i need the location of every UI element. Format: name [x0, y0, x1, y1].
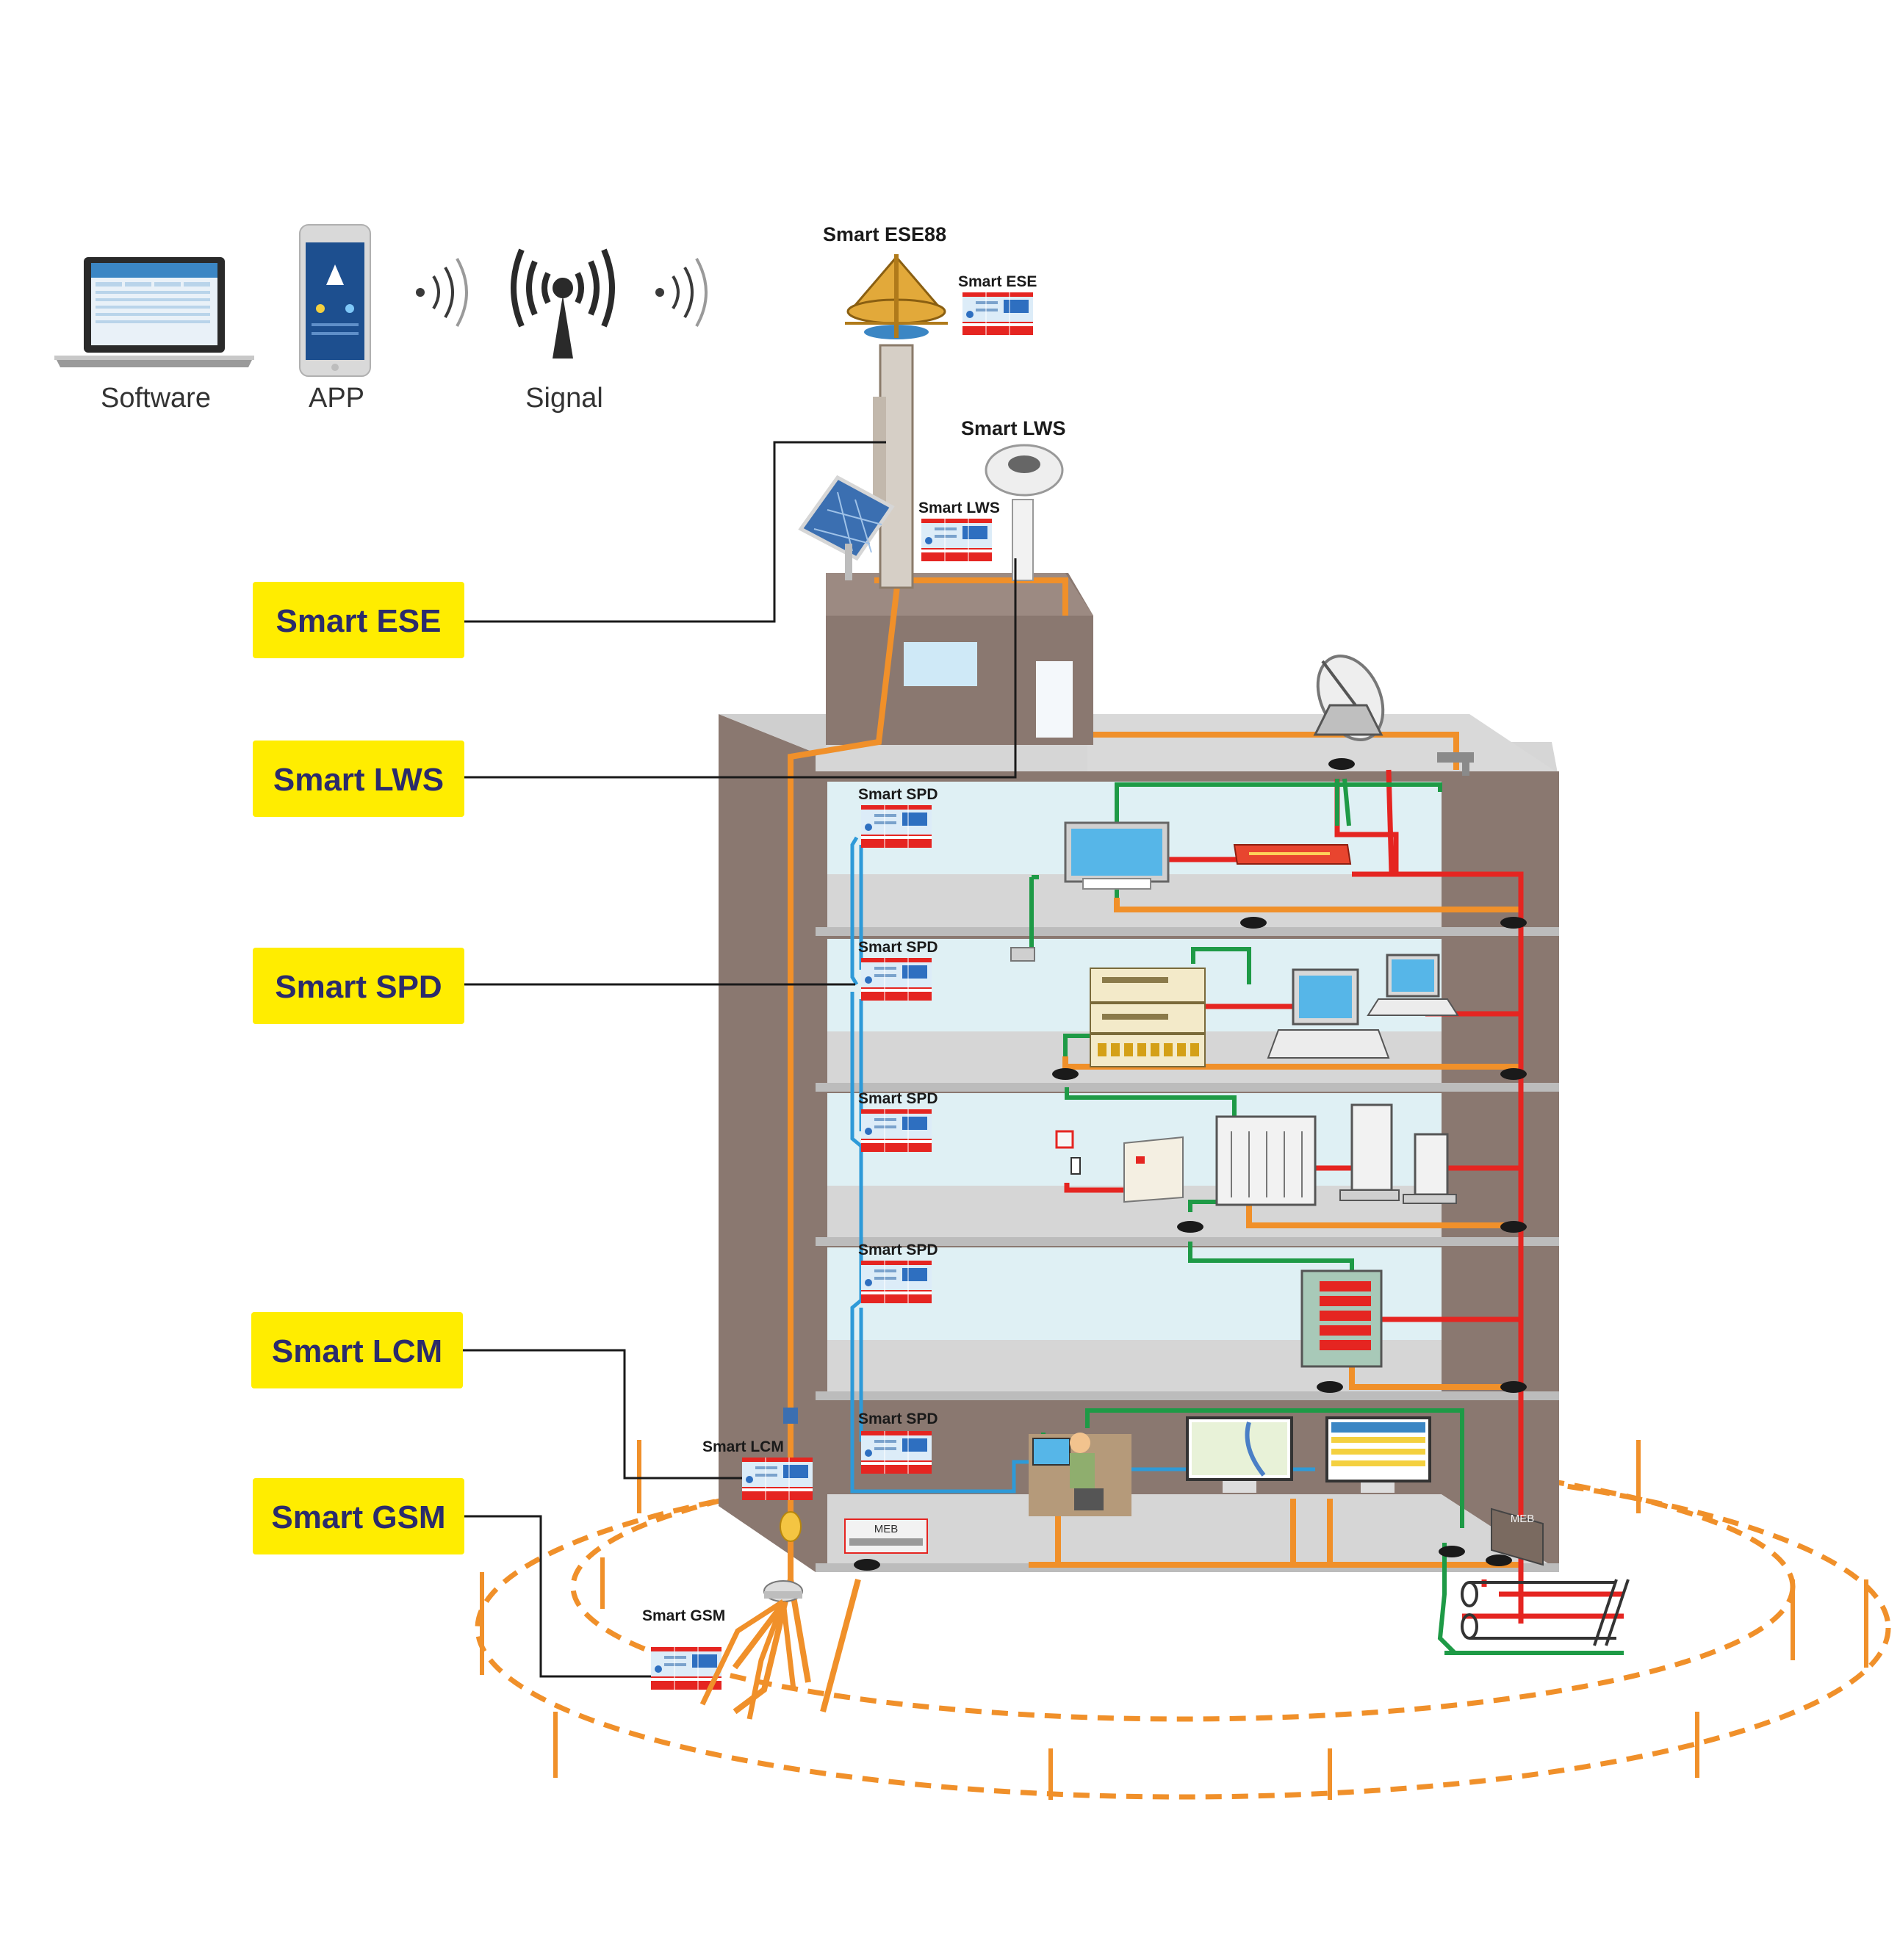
- callout-smart-spd: Smart SPD: [253, 948, 464, 1024]
- callout-leaders: [463, 441, 1017, 1678]
- ese88-label: Smart ESE88: [823, 223, 946, 245]
- callout-smart-lcm-label: Smart LCM: [272, 1333, 442, 1369]
- lws-top-label: Smart LWS: [961, 417, 1066, 439]
- smart-spd-module-floor4: [860, 957, 932, 1001]
- map-display-icon: [1186, 1416, 1293, 1493]
- smart-lws-module: [921, 518, 993, 562]
- smart-ese-module: [962, 292, 1034, 336]
- power-cabinet-icon: [1300, 1269, 1383, 1368]
- spd-floor3-label: Smart SPD: [858, 1090, 938, 1107]
- spd-floor2-label: Smart SPD: [858, 1242, 938, 1258]
- callout-smart-lws: Smart LWS: [253, 741, 464, 817]
- ups-icon: [1123, 1136, 1184, 1203]
- callout-smart-gsm: Smart GSM: [253, 1478, 464, 1554]
- callout-smart-lcm: Smart LCM: [251, 1312, 463, 1388]
- spd-floor4-label: Smart SPD: [858, 939, 938, 956]
- tower-server-icon: [1339, 1103, 1457, 1204]
- wall-socket-icon: [1055, 1130, 1081, 1175]
- callout-smart-gsm-label: Smart GSM: [271, 1499, 445, 1535]
- earth-rods: [480, 1440, 1868, 1800]
- router-icon: [1233, 844, 1352, 865]
- server-rack-icon: [1090, 968, 1206, 1067]
- wifi-waves-icon: [655, 258, 708, 327]
- smart-spd-module-floor1: [860, 1430, 932, 1474]
- wifi-waves-icon: [416, 258, 468, 327]
- meb-right-bar: MEB: [1491, 1507, 1544, 1566]
- callout-smart-spd-label: Smart SPD: [275, 969, 442, 1005]
- wall-outlet-icon: [1010, 947, 1035, 962]
- laptop-small-icon: [1367, 954, 1459, 1016]
- data-table-display-icon: [1325, 1416, 1431, 1493]
- monitor-icon: [1064, 821, 1170, 890]
- software-label: Software: [101, 383, 211, 414]
- meb-right-label: MEB: [1511, 1513, 1535, 1525]
- callout-smart-lws-label: Smart LWS: [273, 762, 444, 798]
- ground-terminals: [854, 758, 1527, 1571]
- app-label: APP: [309, 383, 364, 414]
- phone-app-icon: [299, 224, 371, 377]
- desktop-computer-icon: [1267, 968, 1390, 1059]
- lcm-small-label: Smart LCM: [702, 1438, 784, 1455]
- solar-panel-icon: [798, 475, 895, 580]
- laptop-icon: [54, 257, 254, 367]
- server-cabinet-icon: [1215, 1115, 1317, 1206]
- callout-smart-ese: Smart ESE: [253, 582, 464, 658]
- smart-ese-small-label: Smart ESE: [958, 273, 1037, 290]
- gsm-junction-icon: [763, 1580, 803, 1602]
- smart-lcm-module: [741, 1457, 813, 1501]
- meb-left-label: MEB: [874, 1523, 899, 1535]
- spd-floor1-label: Smart SPD: [858, 1410, 938, 1427]
- gsm-small-label: Smart GSM: [642, 1607, 725, 1624]
- operator-desk-icon: [1029, 1433, 1131, 1516]
- ese88-lightning-rod: [845, 254, 948, 589]
- roof-terminal-icon: [1437, 752, 1474, 776]
- spd-floor5-label: Smart SPD: [858, 786, 938, 803]
- callout-smart-ese-label: Smart ESE: [276, 603, 442, 639]
- signal-tower-icon: [511, 248, 615, 359]
- smart-spd-module-floor2: [860, 1260, 932, 1304]
- underground-cables: [1461, 1579, 1630, 1646]
- smart-lws-small-label: Smart LWS: [918, 500, 1000, 516]
- smart-spd-module-floor3: [860, 1109, 932, 1153]
- signal-label: Signal: [525, 383, 603, 414]
- building: [719, 573, 1559, 1572]
- lcm-clamp-icon: [780, 1408, 802, 1542]
- smart-spd-module-floor5: [860, 804, 932, 849]
- meb-left-bar: MEB: [844, 1518, 928, 1554]
- satellite-dish-icon: [1313, 655, 1385, 741]
- gsm-ground-leads: [699, 1599, 796, 1720]
